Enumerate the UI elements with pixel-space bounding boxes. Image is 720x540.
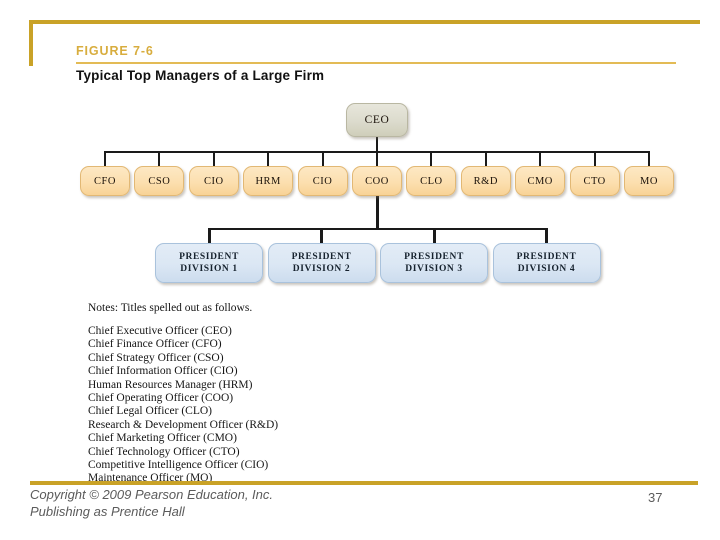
org-node-label: COO <box>365 175 389 187</box>
org-node-cmo-8: CMO <box>515 166 566 196</box>
connector-exec-drop-3 <box>267 151 270 166</box>
notes-list: Chief Executive Officer (CEO)Chief Finan… <box>88 325 278 486</box>
org-node-label: CIO <box>204 175 224 187</box>
org-node-label: CLO <box>420 175 443 187</box>
connector-exec-drop-10 <box>648 151 650 166</box>
org-node-label: HRM <box>255 175 281 187</box>
page-number: 37 <box>648 490 663 505</box>
notes-item: Chief Technology Officer (CTO) <box>88 445 240 458</box>
org-node-coo-5: COO <box>352 166 402 196</box>
footer-rule <box>30 481 698 485</box>
org-node-mo-10: MO <box>624 166 674 196</box>
notes-item: Research & Development Officer (R&D) <box>88 418 279 431</box>
org-node-label: CIO <box>312 175 333 187</box>
connector-exec-drop-7 <box>484 151 487 166</box>
org-node-cto-9: CTO <box>569 166 620 196</box>
org-node-hrm-3: HRM <box>243 166 294 196</box>
connector-division-drop-3 <box>545 228 548 243</box>
notes-item: Chief Legal Officer (CLO) <box>88 405 213 418</box>
org-node-ceo: CEO <box>346 103 408 137</box>
connector-exec-drop-5 <box>376 151 378 166</box>
connector-exec-drop-2 <box>212 151 215 166</box>
figure-underline-rule <box>76 62 676 64</box>
org-node-label: MO <box>640 175 658 187</box>
connector-division-bus <box>208 228 548 230</box>
org-node-cio-4: CIO <box>297 166 348 196</box>
decorative-left-rule <box>29 20 33 66</box>
notes-item: Chief Finance Officer (CFO) <box>88 338 222 351</box>
org-node-label: CTO <box>583 175 606 187</box>
copyright-text: Copyright © 2009 Pearson Education, Inc.… <box>30 487 274 519</box>
notes-block: Notes: Titles spelled out as follows. Ch… <box>88 302 278 486</box>
notes-heading: Notes: Titles spelled out as follows. <box>88 302 253 314</box>
notes-item: Chief Executive Officer (CEO) <box>88 325 232 337</box>
connector-exec-drop-4 <box>321 151 324 166</box>
connector-exec-drop-9 <box>593 151 596 166</box>
org-node-cfo-0: CFO <box>80 166 130 196</box>
org-node-r-d-7: R&D <box>460 166 511 196</box>
connector-division-drop-1 <box>320 228 323 243</box>
figure-label: FIGURE 7-6 <box>76 44 154 58</box>
org-node-label: R&D <box>473 175 498 187</box>
notes-item: Competitive Intelligence Officer (CIO) <box>88 459 269 472</box>
figure-title: Typical Top Managers of a Large Firm <box>76 68 325 83</box>
connector-exec-drop-8 <box>539 151 542 166</box>
connector-ceo-stem <box>376 137 378 151</box>
connector-exec-drop-1 <box>158 151 161 166</box>
notes-item: Human Resources Manager (HRM) <box>88 378 253 391</box>
decorative-top-rule <box>29 20 700 24</box>
connector-exec-bus <box>104 151 650 153</box>
notes-item: Chief Operating Officer (COO) <box>88 392 234 405</box>
connector-exec-drop-6 <box>430 151 433 166</box>
connector-exec-drop-0 <box>104 151 106 166</box>
notes-item: Chief Strategy Officer (CSO) <box>88 351 224 364</box>
org-node-label: CSO <box>148 175 171 187</box>
notes-item: Chief Marketing Officer (CMO) <box>88 432 237 445</box>
org-node-label: CEO <box>364 114 390 126</box>
org-node-cso-1: CSO <box>134 166 185 196</box>
org-node-cio-2: CIO <box>188 166 239 196</box>
org-node-label: CMO <box>527 175 553 187</box>
connector-division-drop-2 <box>432 228 436 243</box>
connector-coo-stem <box>375 196 379 228</box>
org-node-clo-6: CLO <box>406 166 457 196</box>
notes-item: Chief Information Officer (CIO) <box>88 365 238 378</box>
org-node-label: CFO <box>94 175 116 187</box>
connector-division-drop-0 <box>207 228 211 243</box>
